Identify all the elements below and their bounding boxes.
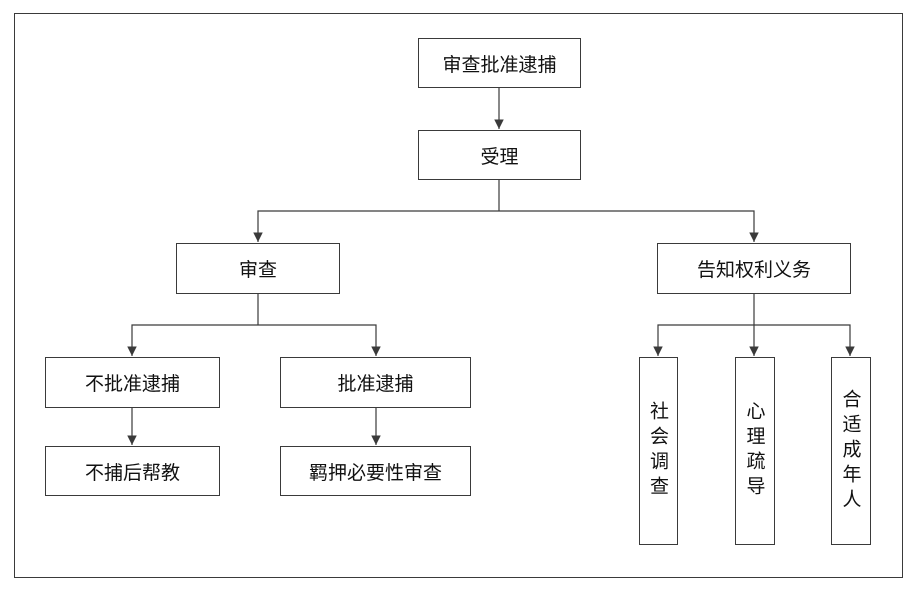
edge-review-approve (258, 324, 381, 356)
node-accept: 受理 (418, 130, 581, 180)
node-custody-review: 羁押必要性审查 (280, 446, 471, 496)
edge-accept-review (253, 210, 499, 242)
node-approve-arrest: 批准逮捕 (280, 357, 471, 408)
node-no-arrest: 不批准逮捕 (45, 357, 220, 408)
node-root: 审查批准逮捕 (418, 38, 581, 88)
node-counseling: 心理疏导 (735, 357, 775, 545)
edge-inform-social (653, 324, 754, 356)
node-review: 审查 (176, 243, 340, 294)
node-social-survey: 社会调查 (639, 357, 678, 545)
edge-inform-guardian (754, 324, 855, 356)
node-no-arrest-help: 不捕后帮教 (45, 446, 220, 496)
edge-accept-inform (499, 210, 759, 242)
edge-review-no-arrest (127, 324, 258, 356)
node-guardian: 合适成年人 (831, 357, 871, 545)
node-inform: 告知权利义务 (657, 243, 851, 294)
